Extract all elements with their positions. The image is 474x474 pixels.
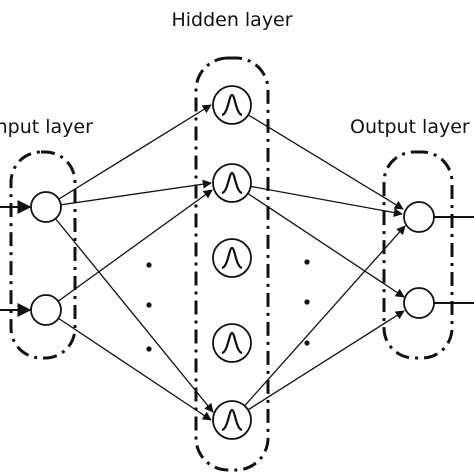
output-node-1: [403, 201, 435, 233]
input-hidden-connections: [45, 104, 214, 421]
ellipsis-dots: [146, 259, 310, 352]
ellipsis-dot: [146, 346, 152, 352]
gaussian-curve-icon: [221, 171, 243, 195]
hidden-node-3: [212, 238, 252, 278]
edge-i2-h2: [45, 189, 213, 311]
hidden-layer-group: [194, 56, 270, 472]
gaussian-curve-icon: [221, 93, 243, 117]
output-layer-label: Output layer: [350, 116, 470, 138]
ellipsis-dot: [146, 302, 152, 308]
gaussian-curve-icon: [221, 246, 243, 270]
output-node-2: [403, 287, 435, 319]
edge-h5-o2: [231, 310, 405, 421]
edge-i1-h5: [45, 206, 214, 413]
ellipsis-dot: [146, 262, 152, 268]
ellipsis-dot: [304, 299, 310, 305]
edge-h1-o1: [231, 104, 404, 210]
output-layer-group: [382, 150, 454, 360]
gaussian-curve-icon: [221, 331, 243, 355]
edge-h2-o1: [231, 182, 403, 218]
input-layer-group: [9, 150, 77, 360]
edge-h5-o1: [231, 225, 406, 421]
hidden-output-connections: [231, 104, 406, 421]
ellipsis-dot: [304, 259, 310, 265]
hidden-node-5: [212, 400, 252, 440]
hidden-layer-label: Hidden layer: [171, 9, 292, 31]
edge-i1-h1: [45, 104, 212, 208]
edge-h2-o2: [231, 182, 405, 298]
input-layer-label: Input layer: [0, 116, 93, 138]
hidden-node-1: [212, 85, 252, 125]
hidden-node-4: [212, 323, 252, 363]
edge-i1-h2: [45, 179, 212, 208]
gaussian-curve-icon: [221, 408, 243, 432]
input-node-1: [30, 191, 62, 223]
hidden-node-2: [212, 163, 252, 203]
input-node-2: [30, 294, 62, 326]
edge-i2-h5: [45, 309, 212, 421]
ellipsis-dot: [304, 340, 310, 346]
